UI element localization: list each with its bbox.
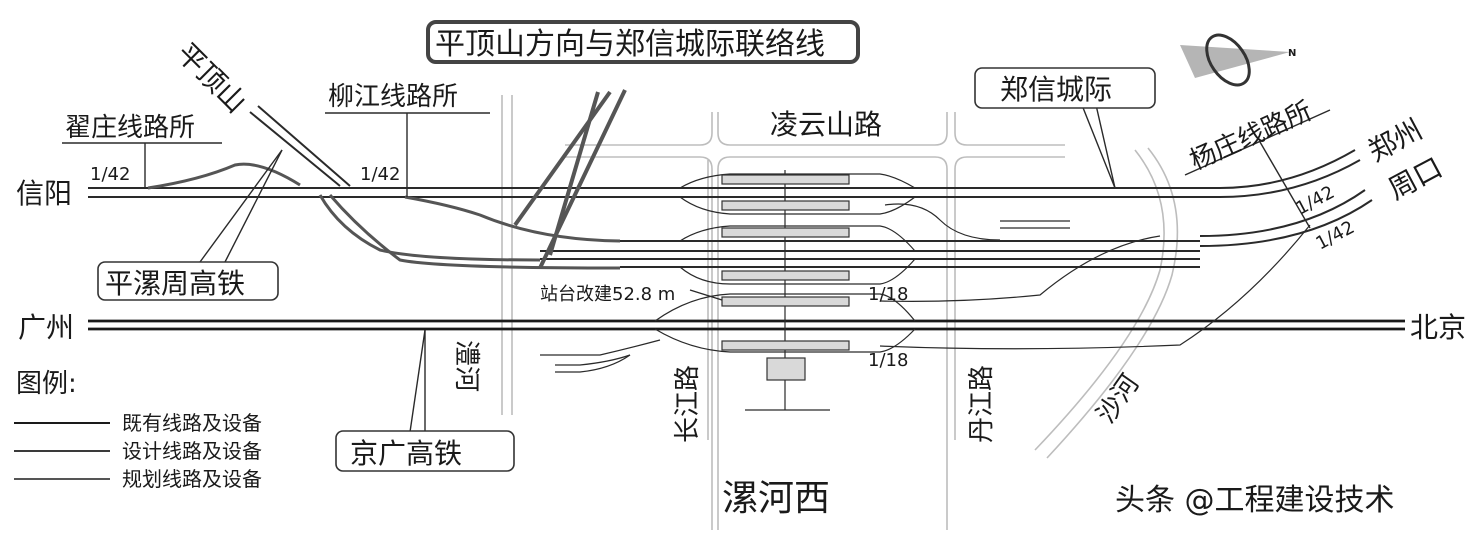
compass-label: N xyxy=(1288,48,1296,59)
road-edge xyxy=(565,156,713,530)
platform xyxy=(721,174,850,185)
ratio-station-upper: 1/18 xyxy=(868,284,908,305)
planned-lines xyxy=(147,89,627,270)
platform xyxy=(721,340,850,351)
jingguang-mainline xyxy=(88,319,1405,331)
guangzhou-label: 广州 xyxy=(18,311,74,344)
platform xyxy=(721,200,850,211)
zhengxin-label: 郑信城际 xyxy=(1000,73,1112,106)
road-edge xyxy=(717,112,948,146)
road-edge xyxy=(717,156,948,530)
sha-river-label: 沙河 xyxy=(1091,369,1145,429)
zhaizhuang-post-label: 翟庄线路所 xyxy=(65,113,195,143)
pingluozhou-label: 平漯周高铁 xyxy=(105,267,245,300)
jingguang-callout xyxy=(335,430,515,472)
watermark: 头条 @工程建设技术 xyxy=(1115,483,1395,518)
legend-item-planned: 规划线路及设备 xyxy=(122,467,262,491)
station-building xyxy=(766,357,806,381)
zhengxin-callout xyxy=(974,67,1156,109)
station-yard xyxy=(540,170,1311,411)
platform xyxy=(721,270,850,281)
platform xyxy=(721,227,850,238)
platform-note-label: 站台改建52.8 m xyxy=(540,284,675,305)
yangzhuang-post-label: 杨庄线路所 xyxy=(1186,96,1317,176)
station-name-label: 漯河西 xyxy=(722,478,830,519)
road-edge xyxy=(954,156,1065,440)
jingguang-label: 京广高铁 xyxy=(350,437,462,470)
ratio-liujiang: 1/42 xyxy=(360,164,400,185)
ratio-zhaizhuang: 1/42 xyxy=(90,164,130,185)
changjiang-road-label: 长江路 xyxy=(673,365,703,443)
liujiang-post-label: 柳江线路所 xyxy=(328,82,458,112)
xinyang-label: 信阳 xyxy=(16,177,72,210)
danjiang-road-label: 丹江路 xyxy=(967,365,997,443)
pingluozhou-callout xyxy=(97,261,279,301)
road-edge xyxy=(954,112,1065,146)
legend-item-design: 设计线路及设备 xyxy=(122,439,262,463)
ratio-yangzhuang-upper: 1/42 xyxy=(1292,182,1338,220)
road-edge xyxy=(565,112,713,146)
legend: 图例: 既有线路及设备 设计线路及设备 规划线路及设备 xyxy=(14,369,262,491)
north-arrow-icon: N xyxy=(1180,33,1296,87)
lingyunshan-road-label: 凌云山路 xyxy=(770,108,882,141)
platform xyxy=(721,296,850,307)
beijing-label: 北京 xyxy=(1410,311,1466,344)
legend-item-existing: 既有线路及设备 xyxy=(122,411,262,435)
xinyang-mainline xyxy=(88,149,1373,247)
road-network xyxy=(501,95,1179,530)
ratio-station-lower: 1/18 xyxy=(868,350,908,371)
pingdingshan-label: 平顶山 xyxy=(170,37,253,120)
platforms xyxy=(721,174,850,381)
link-line-callout xyxy=(426,20,860,64)
li-river-label: 澧河 xyxy=(451,340,481,392)
link-line-label: 平顶山方向与郑信城际联络线 xyxy=(435,27,825,62)
legend-title: 图例: xyxy=(16,369,77,399)
ratio-yangzhuang-lower: 1/42 xyxy=(1312,217,1358,255)
